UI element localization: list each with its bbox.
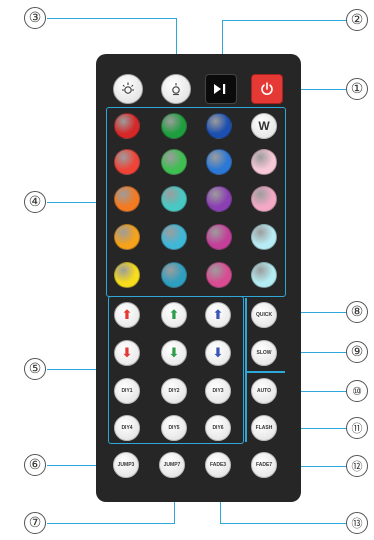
arrow-down-icon: ⬇ [169, 347, 180, 360]
brightness-down-icon [168, 81, 184, 97]
callout-7: ⑦ [24, 512, 46, 534]
white-button[interactable]: W [251, 113, 277, 139]
bottom-button-label: FADE7 [256, 462, 272, 468]
callout-3: ③ [24, 7, 46, 29]
callout-13: ⑬ [346, 512, 368, 534]
side-button-label: SLOW [257, 350, 272, 356]
arrow-up-icon: ⬆ [169, 309, 180, 322]
arrow-down-icon: ⬇ [122, 347, 133, 360]
color-up-button-2[interactable]: ⬆ [161, 302, 187, 328]
callout-4: ④ [24, 191, 46, 213]
callout-9: ⑨ [346, 341, 368, 363]
diy-button-1[interactable]: DIY1 [114, 378, 140, 404]
diy-button-label: DIY6 [212, 425, 223, 431]
color-button-r1-c1[interactable] [114, 113, 140, 139]
bottom-button-label: JUMP7 [164, 462, 181, 468]
color-button-r4-c1[interactable] [114, 224, 140, 250]
color-button-r1-c2[interactable] [161, 113, 187, 139]
callout-11: ⑪ [346, 417, 368, 439]
color-button-r2-c1[interactable] [114, 149, 140, 175]
play-pause-button[interactable] [205, 74, 237, 104]
side-button-label: QUICK [256, 312, 272, 318]
diy-button-label: DIY4 [121, 425, 132, 431]
color-up-button-1[interactable]: ⬆ [114, 302, 140, 328]
arrow-down-icon: ⬇ [213, 347, 224, 360]
bottom-button-jump3[interactable]: JUMP3 [113, 452, 139, 478]
side-button-quick[interactable]: QUICK [251, 302, 277, 328]
callout-5: ⑤ [24, 358, 46, 380]
diy-button-label: DIY5 [168, 425, 179, 431]
callout-2: ② [346, 9, 368, 31]
side-separator-horizontal [245, 371, 285, 373]
diy-button-label: DIY1 [121, 388, 132, 394]
color-button-r3-c4[interactable] [251, 186, 277, 212]
leader-line-2-h [222, 20, 348, 21]
color-button-r4-c3[interactable] [206, 224, 232, 250]
brightness-up-icon [120, 81, 136, 97]
color-button-r5-c2[interactable] [161, 262, 187, 288]
bottom-button-label: FADE3 [210, 462, 226, 468]
side-button-flash[interactable]: FLASH [251, 415, 277, 441]
leader-line-3-h [47, 18, 177, 19]
diy-button-3[interactable]: DIY3 [205, 378, 231, 404]
brightness-up-button[interactable] [113, 74, 143, 104]
color-down-button-1[interactable]: ⬇ [114, 340, 140, 366]
side-button-slow[interactable]: SLOW [251, 340, 277, 366]
bottom-button-jump7[interactable]: JUMP7 [159, 452, 185, 478]
color-button-r2-c3[interactable] [206, 149, 232, 175]
brightness-down-button[interactable] [161, 74, 191, 104]
color-button-r5-c4[interactable] [251, 262, 277, 288]
callout-10: ⑩ [346, 380, 368, 402]
side-button-label: FLASH [256, 425, 273, 431]
diy-button-4[interactable]: DIY4 [114, 415, 140, 441]
color-button-r3-c3[interactable] [206, 186, 232, 212]
power-icon [259, 81, 275, 97]
bottom-button-fade7[interactable]: FADE7 [251, 452, 277, 478]
power-button[interactable] [251, 74, 283, 104]
diy-button-2[interactable]: DIY2 [161, 378, 187, 404]
leader-line-7-h [47, 523, 175, 524]
bottom-button-label: JUMP3 [118, 462, 135, 468]
white-button-label: W [258, 119, 269, 133]
bottom-button-fade3[interactable]: FADE3 [205, 452, 231, 478]
color-button-r2-c2[interactable] [161, 149, 187, 175]
color-button-r4-c4[interactable] [251, 224, 277, 250]
diy-button-5[interactable]: DIY5 [161, 415, 187, 441]
callout-12: ⑫ [346, 455, 368, 477]
color-button-r1-c3[interactable] [206, 113, 232, 139]
leader-line-13-h [220, 523, 348, 524]
color-button-r3-c2[interactable] [161, 186, 187, 212]
side-button-label: AUTO [257, 388, 271, 394]
side-button-auto[interactable]: AUTO [251, 378, 277, 404]
color-button-r5-c1[interactable] [114, 262, 140, 288]
color-button-r5-c3[interactable] [206, 262, 232, 288]
arrow-up-icon: ⬆ [122, 309, 133, 322]
color-button-r3-c1[interactable] [114, 186, 140, 212]
color-button-r2-c4[interactable] [251, 149, 277, 175]
color-up-button-3[interactable]: ⬆ [205, 302, 231, 328]
callout-8: ⑧ [346, 301, 368, 323]
color-down-button-3[interactable]: ⬇ [205, 340, 231, 366]
diy-button-label: DIY3 [212, 388, 223, 394]
arrow-up-icon: ⬆ [213, 309, 224, 322]
color-down-button-2[interactable]: ⬇ [161, 340, 187, 366]
diy-button-label: DIY2 [168, 388, 179, 394]
play-pause-icon [212, 83, 230, 95]
diy-button-6[interactable]: DIY6 [205, 415, 231, 441]
color-button-r4-c2[interactable] [161, 224, 187, 250]
callout-1: ① [346, 78, 368, 100]
diy-separator-vertical [245, 298, 247, 442]
callout-6: ⑥ [24, 454, 46, 476]
